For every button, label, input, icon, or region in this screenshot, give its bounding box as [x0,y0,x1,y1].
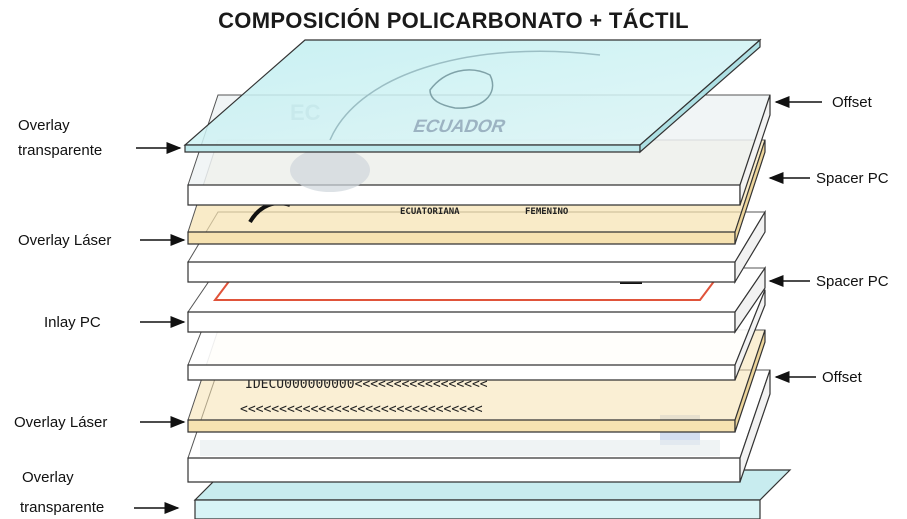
label-overlay-transparente-top-2: transparente [18,142,102,159]
label-spacer-pc-top: Spacer PC [816,170,889,187]
label-overlay-laser-top: Overlay Láser [18,232,111,249]
left-label-group: Overlay transparente Overlay Láser Inlay… [14,117,186,516]
label-overlay-laser-bottom: Overlay Láser [14,414,107,431]
right-label-group: Offset Spacer PC Spacer PC Offset [768,94,889,386]
mrz-line-1: IDECU000000000<<<<<<<<<<<<<<<<< [245,377,488,392]
label-overlay-transparente-bottom-2: transparente [20,499,104,516]
portrait-ghost [290,148,370,192]
layer-overlay-transparente-top: ECUADOR [183,38,762,154]
label-inlay-pc: Inlay PC [44,314,101,331]
label-offset-top: Offset [832,94,873,111]
mrz-line-2: <<<<<<<<<<<<<<<<<<<<<<<<<<<<<<< [240,402,483,417]
page-title: COMPOSICIÓN POLICARBONATO + TÁCTIL [218,8,689,33]
label-offset-bottom: Offset [822,369,863,386]
label-overlay-transparente-top-1: Overlay [18,117,70,134]
country-name-text: ECUADOR [411,116,510,136]
label-overlay-transparente-bottom-1: Overlay [22,469,74,486]
label-spacer-pc-bottom: Spacer PC [816,273,889,290]
nationality-text: ECUATORIANA [400,207,460,217]
sex-text: FEMENINO [525,207,569,217]
map-outline [429,69,494,109]
